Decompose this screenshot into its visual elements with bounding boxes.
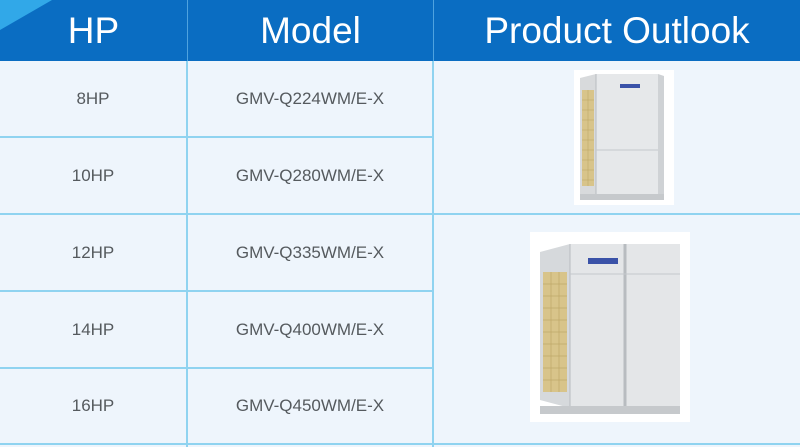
column-divider [186,61,188,447]
corner-accent [0,0,52,30]
row-divider [0,213,800,215]
table-header: HP Model Product Outlook [0,0,800,61]
row-divider [0,367,434,369]
model-cell: GMV-Q450WM/E-X [235,396,385,415]
model-cell: GMV-Q224WM/E-X [235,88,385,108]
hp-cell: 8HP [76,88,110,108]
header-divider [187,0,188,61]
header-hp: HP [67,9,120,51]
column-divider [432,61,434,447]
header-divider [433,0,434,61]
hp-cell: 12HP [71,242,115,262]
model-cell: GMV-Q280WM/E-X [235,165,385,185]
double-fan-outdoor-unit-icon [530,232,690,422]
header-product-outlook: Product Outlook [484,9,750,51]
model-cell: GMV-Q335WM/E-X [235,242,385,262]
header-model: Model [260,9,361,51]
row-divider [0,443,800,445]
row-divider [0,136,434,138]
single-fan-outdoor-unit-icon [574,70,674,205]
hp-cell: 16HP [71,396,115,415]
model-cell: GMV-Q400WM/E-X [235,319,385,339]
hp-cell: 10HP [71,165,115,185]
hp-cell: 14HP [71,319,115,339]
row-divider [0,290,434,292]
